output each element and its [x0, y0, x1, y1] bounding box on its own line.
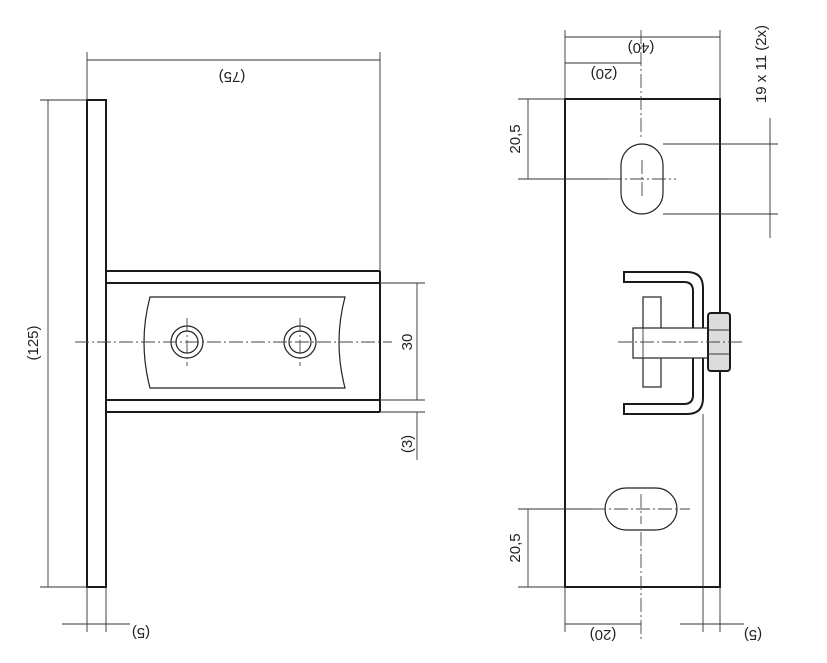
dim-slot: 19 x 11 (2x) — [663, 25, 778, 238]
dim-slot-offset-top-text: 20,5 — [507, 124, 524, 153]
dim-channel-30-text: 30 — [399, 334, 416, 351]
slotted-plate — [143, 296, 346, 389]
dim-channel: 30 (3) — [380, 282, 425, 460]
channel-bracket — [623, 271, 704, 415]
dim-thickness-bottom-text: (5) — [744, 626, 762, 643]
dim-half-width-bottom: (20) — [564, 587, 641, 643]
dim-thickness-bottom: (5) — [680, 414, 762, 643]
channel-arm — [106, 270, 381, 413]
dim-slot-offset-top: 20,5 — [507, 98, 608, 180]
dim-half-width-top: (20) — [565, 62, 641, 82]
base-plate — [86, 99, 107, 588]
dim-slot-offset-bottom-text: 20,5 — [507, 533, 524, 562]
dim-height-125: (125) — [25, 99, 87, 588]
dim-width-40: (40) — [564, 30, 721, 99]
dim-slot-offset-bottom: 20,5 — [507, 508, 592, 588]
dim-width-40-text: (40) — [628, 39, 655, 56]
dim-half-width-top-text: (20) — [591, 65, 618, 82]
bolt-shaft — [632, 327, 712, 359]
dim-height-125-text: (125) — [25, 325, 42, 360]
dim-width-75-text: (75) — [219, 68, 246, 85]
dim-thickness-5: (5) — [62, 587, 150, 641]
dim-gap-3-text: (3) — [399, 435, 416, 453]
right-view: (40) (20) 19 x 11 (2x) 20,5 20,5 — [507, 25, 778, 643]
dim-thickness-5-text: (5) — [132, 624, 150, 641]
left-view: (75) (125) 30 (3) (5) — [25, 52, 425, 641]
dim-slot-text: 19 x 11 (2x) — [753, 25, 770, 103]
dim-half-width-bottom-text: (20) — [590, 626, 617, 643]
dim-width-75: (75) — [86, 52, 381, 271]
